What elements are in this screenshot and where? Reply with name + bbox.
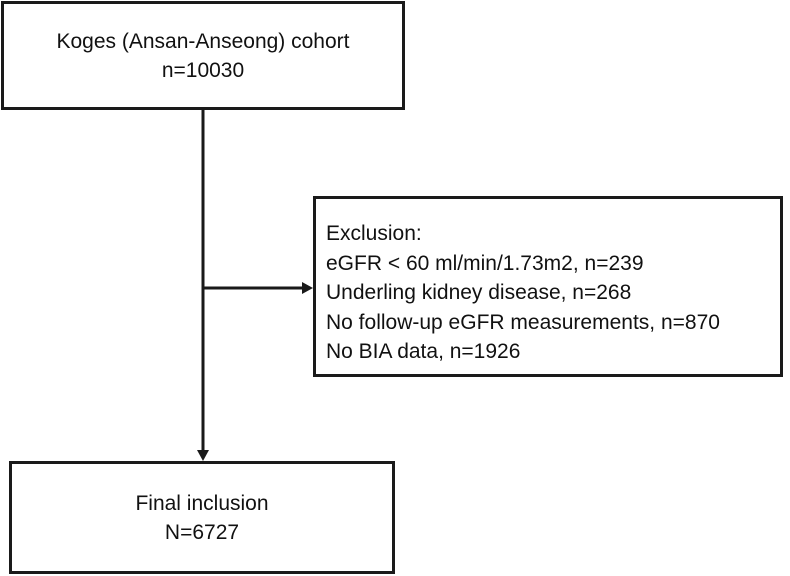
cohort-count: n=10030 — [161, 58, 245, 82]
final-inclusion-count: N=6727 — [164, 520, 240, 544]
exclusion-item-no-bia: No BIA data, n=1926 — [326, 340, 521, 363]
final-inclusion-title: Final inclusion — [135, 491, 269, 515]
down-arrowhead — [197, 450, 209, 461]
exclusion-item-no-follow-up: No follow-up eGFR measurements, n=870 — [326, 310, 720, 334]
exclusion-box: Exclusion: eGFR < 60 ml/min/1.73m2, n=23… — [313, 196, 783, 377]
cohort-box: Koges (Ansan-Anseong) cohort n=10030 — [1, 1, 405, 110]
cohort-title: Koges (Ansan-Anseong) cohort — [56, 29, 350, 53]
final-inclusion-box: Final inclusion N=6727 — [9, 461, 395, 574]
exclusion-item-kidney-disease: Underling kidney disease, n=268 — [326, 281, 632, 304]
right-arrowhead — [302, 282, 313, 294]
exclusion-item-egfr: eGFR < 60 ml/min/1.73m2, n=239 — [326, 251, 644, 275]
exclusion-heading: Exclusion: — [326, 222, 422, 245]
